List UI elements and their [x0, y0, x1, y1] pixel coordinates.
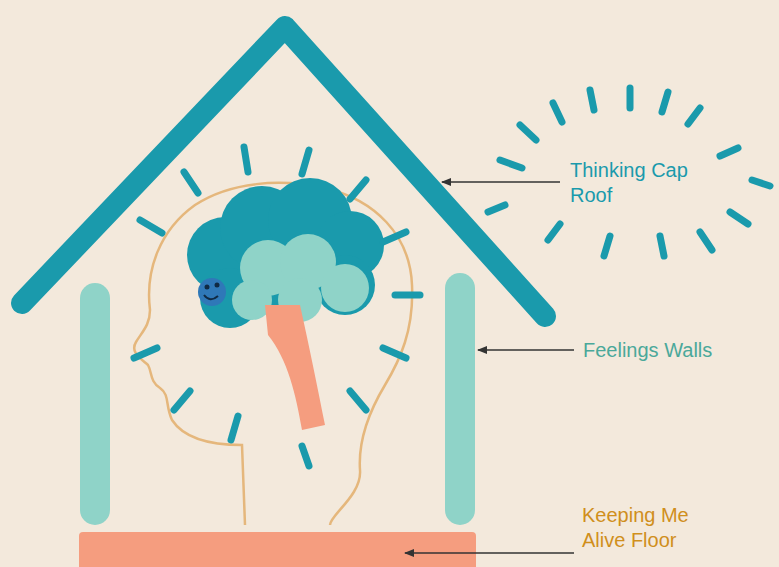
part-label: Feelings Walls — [583, 338, 773, 363]
right-wall — [445, 273, 475, 525]
leader-lines — [405, 182, 574, 553]
brain-dashes — [134, 147, 420, 466]
left-wall — [80, 283, 110, 525]
roof — [22, 27, 545, 316]
part-label: Keeping Me Alive Floor — [582, 503, 732, 553]
smiley — [198, 278, 226, 306]
floor-band — [79, 532, 476, 567]
thought-burst — [488, 88, 770, 256]
brainstem — [265, 305, 325, 430]
part-label: Thinking Cap Roof — [570, 158, 720, 208]
